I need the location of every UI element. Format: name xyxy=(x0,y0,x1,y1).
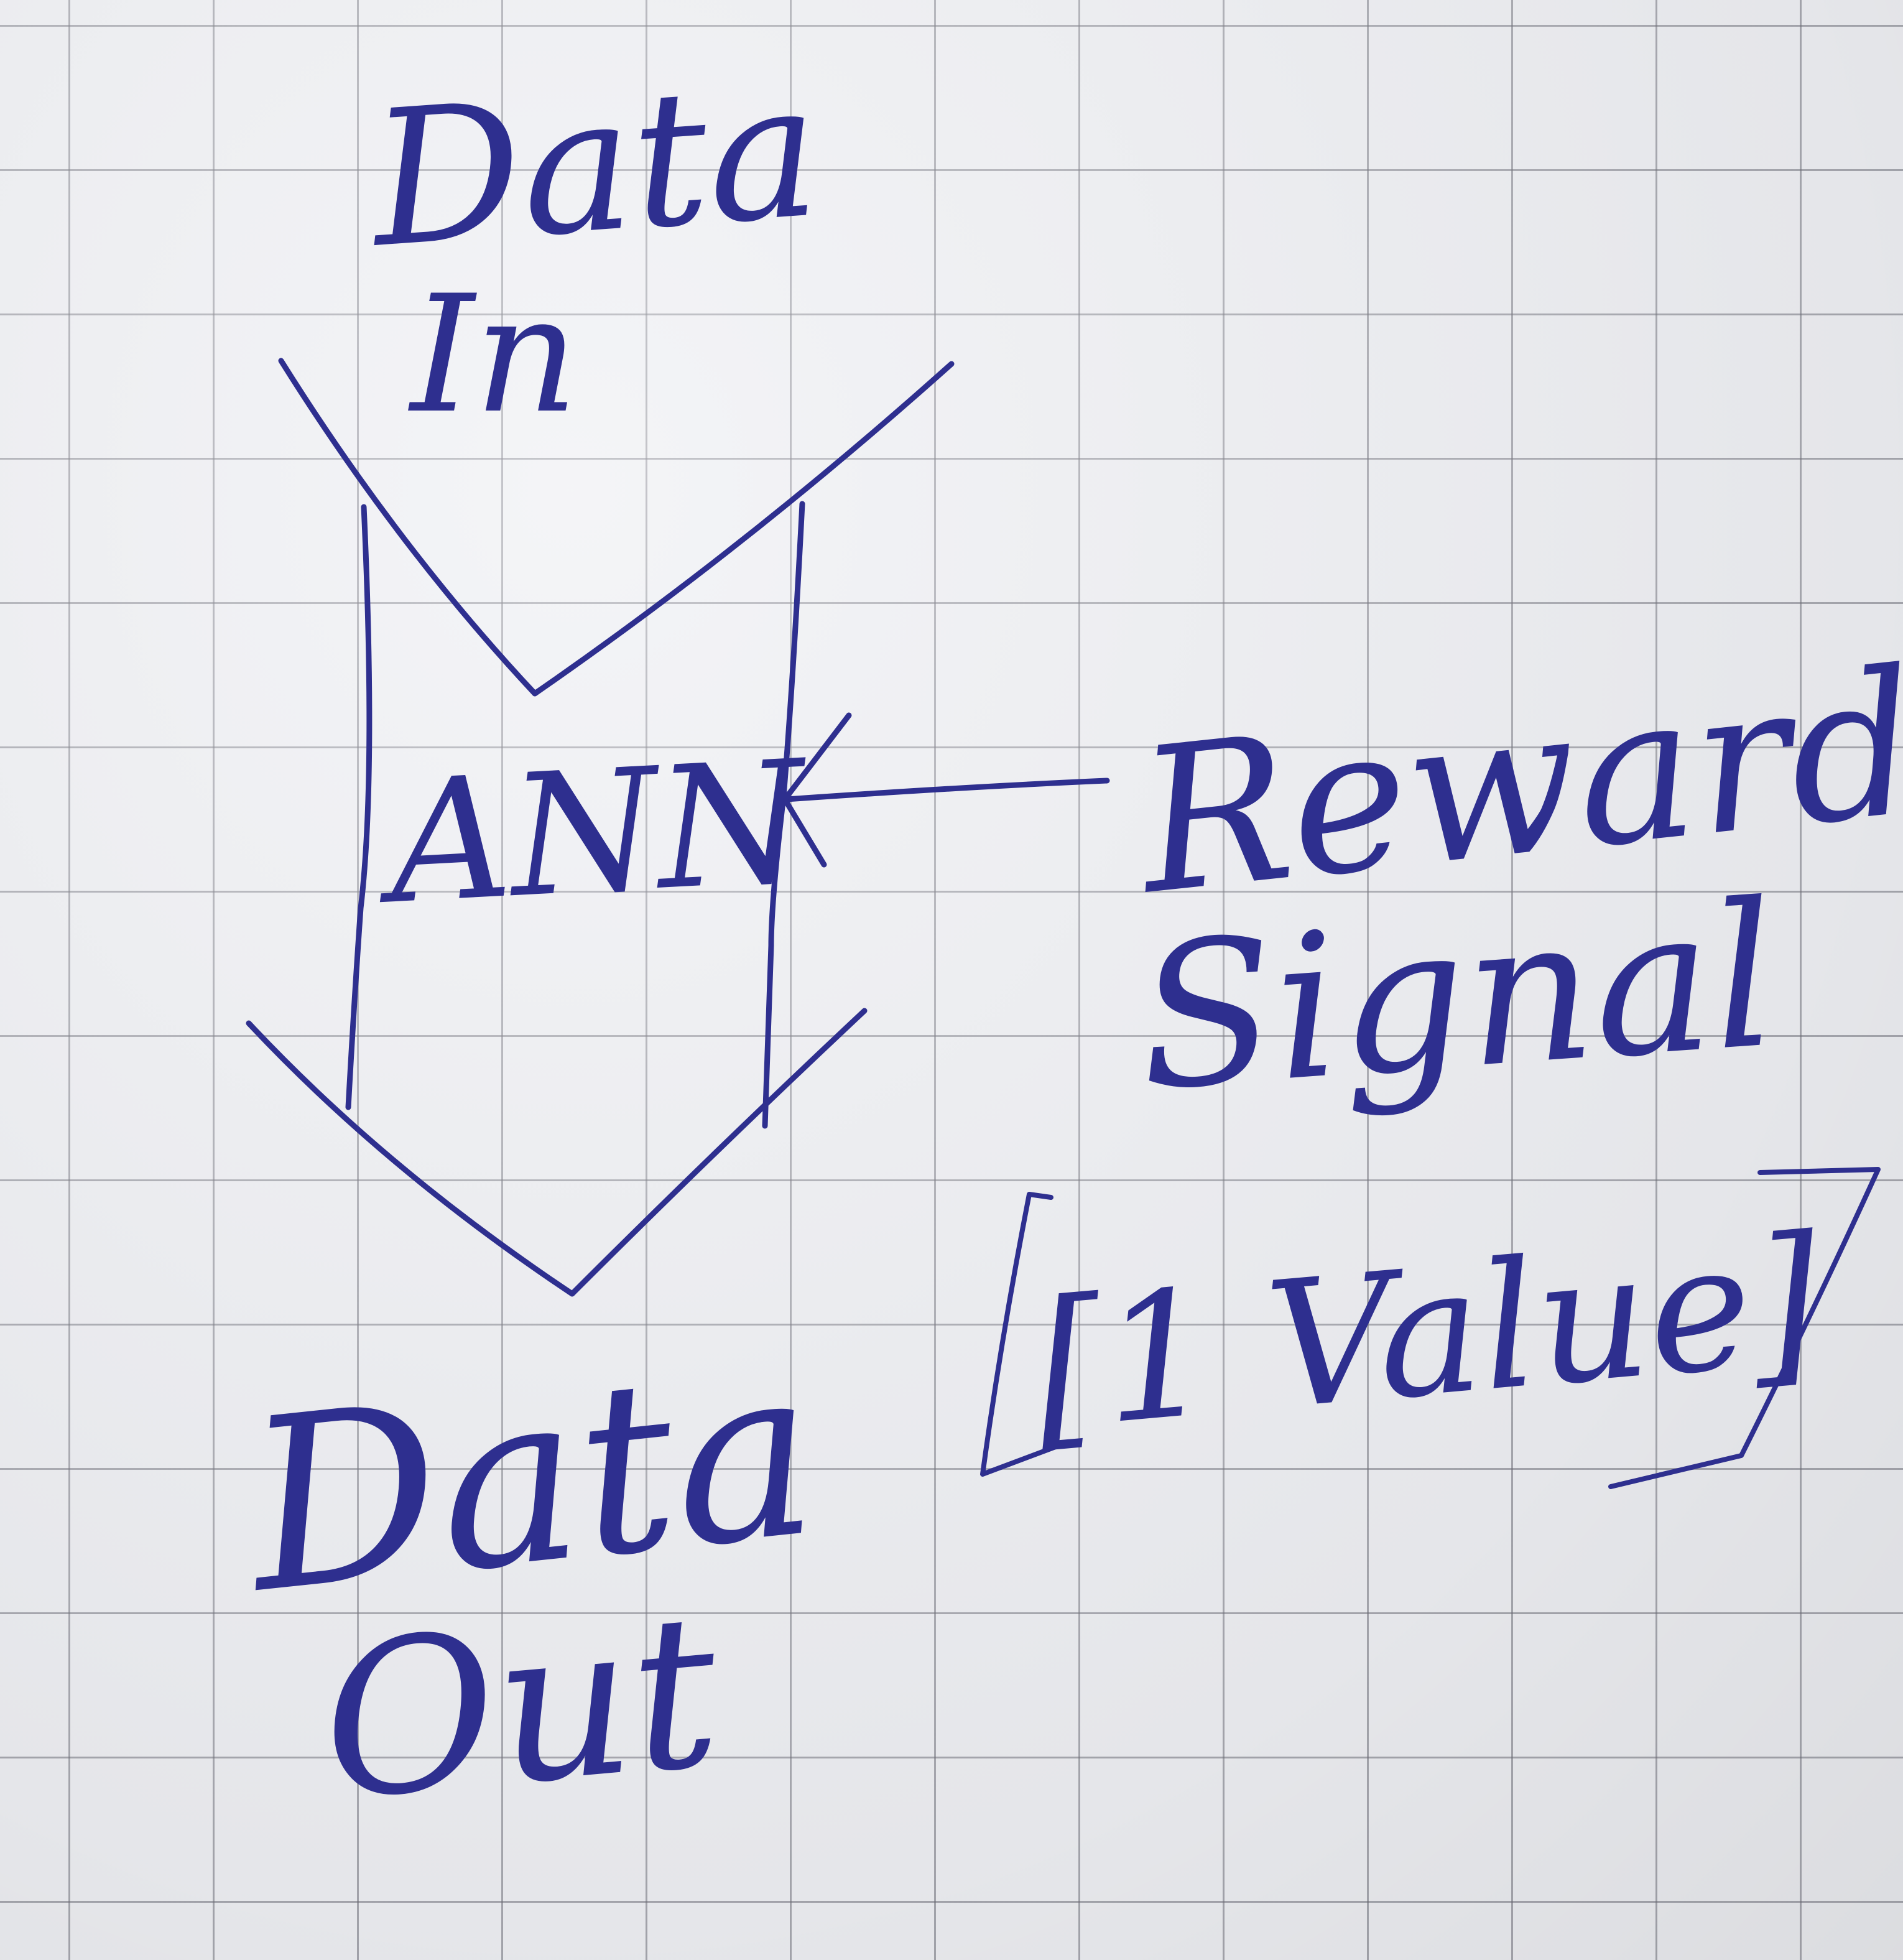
reward-label-line2: Signal xyxy=(1131,860,1784,1135)
ann-node-label: ANN xyxy=(371,723,815,942)
input-label-line1: Data xyxy=(362,41,826,289)
value-bracket-left xyxy=(980,1192,1060,1477)
output-label-line1: Data xyxy=(233,1312,828,1646)
reward-arrow-line xyxy=(784,778,1110,802)
ann-box-right-side xyxy=(762,501,805,1129)
reward-label-line3: [1 Value] xyxy=(1026,1199,1830,1469)
value-bracket-right xyxy=(1608,1167,1881,1489)
ann-box-left-side xyxy=(345,504,373,1110)
input-chevron xyxy=(278,358,955,697)
reward-arrowhead xyxy=(782,712,852,868)
output-label-line2: Out xyxy=(313,1568,728,1847)
output-chevron xyxy=(246,1008,868,1297)
input-label-line2: In xyxy=(408,261,578,449)
